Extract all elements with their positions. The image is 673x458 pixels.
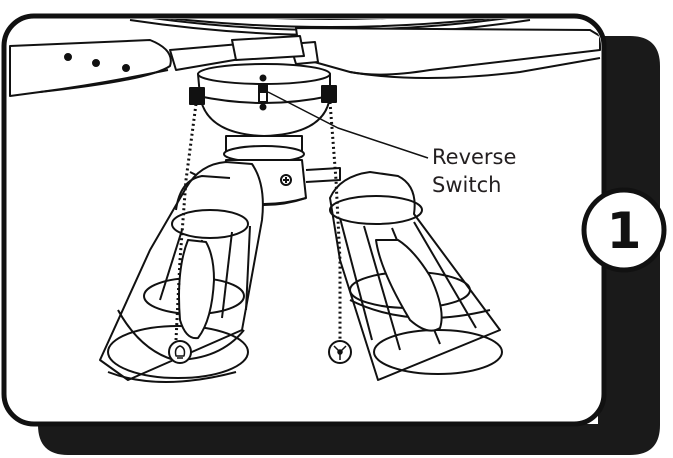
step-number: 1 xyxy=(607,202,642,260)
callout-label-line1: Reverse xyxy=(432,145,516,169)
callout-leader-line xyxy=(267,91,429,159)
bulb-icon xyxy=(174,345,186,359)
right-bulb xyxy=(375,239,443,332)
fan-icon xyxy=(333,345,347,360)
motor-housing xyxy=(99,19,561,31)
right-light-cage xyxy=(329,171,503,381)
fan-illustration xyxy=(9,19,601,383)
callout-label-line2: Switch xyxy=(432,173,501,197)
light-pull-chain xyxy=(174,103,198,341)
step-badge xyxy=(581,187,667,273)
